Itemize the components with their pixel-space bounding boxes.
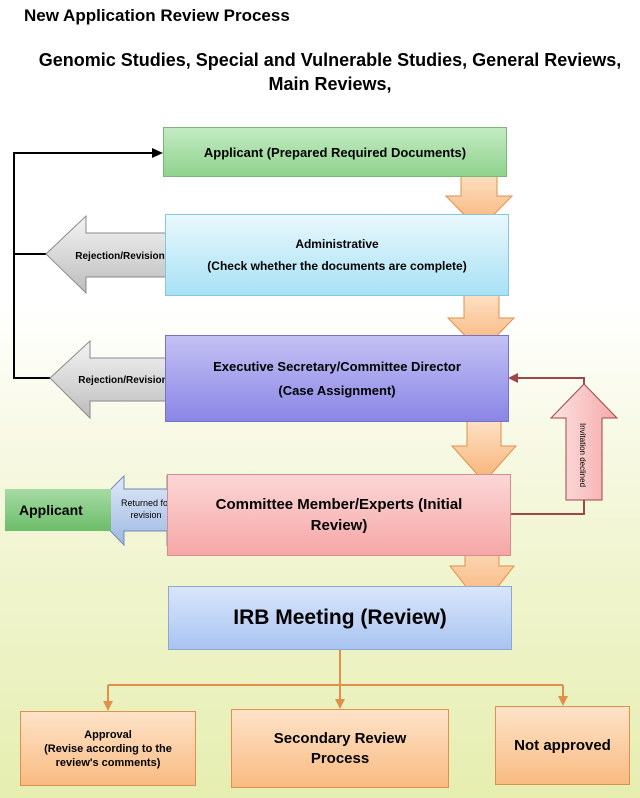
approval-line-3: review's comments)	[55, 756, 161, 769]
rejection-label-1: Rejection/Revision	[75, 251, 164, 262]
down-arrow-3	[450, 417, 518, 483]
page-title: New Application Review Process	[24, 6, 290, 25]
outcome-arrowhead-right	[558, 696, 568, 706]
subtitle-line-1: Genomic Studies, Special and Vulnerable …	[38, 50, 622, 70]
feedback-loop-line	[13, 152, 160, 379]
feedback-arrowhead	[152, 148, 163, 158]
committee-line-1: Committee Member/Experts (Initial	[215, 496, 463, 513]
invitation-return-line	[512, 377, 585, 384]
executive-detail: (Case Assignment)	[278, 382, 396, 398]
invitation-declined-arrow	[549, 383, 619, 501]
administrative-title: Administrative	[295, 237, 379, 251]
administrative-step: Administrative (Check whether the docume…	[165, 214, 509, 296]
secondary-line-2: Process	[310, 749, 370, 767]
rejection-label-2: Rejection/Revision	[78, 375, 167, 386]
returned-label-1: Returned for	[121, 498, 171, 508]
not-approved-label: Not approved	[514, 737, 611, 754]
approval-line-1: Approval	[84, 728, 132, 741]
side-applicant-label: Applicant	[19, 502, 83, 518]
side-applicant-box: Applicant	[5, 489, 111, 531]
applicant-step: Applicant (Prepared Required Documents)	[163, 127, 507, 177]
outcome-arrowhead-mid	[335, 699, 345, 709]
irb-meeting-label: IRB Meeting (Review)	[233, 606, 447, 629]
page-subtitle: Genomic Studies, Special and Vulnerable …	[20, 48, 640, 96]
committee-line-2: Review)	[310, 517, 368, 534]
outcome-arrowhead-left	[103, 701, 113, 711]
secondary-review-outcome: Secondary Review Process	[231, 709, 449, 788]
returned-label-2: revision	[130, 510, 161, 520]
applicant-step-label: Applicant (Prepared Required Documents)	[203, 144, 467, 160]
executive-secretary-step: Executive Secretary/Committee Director (…	[165, 335, 509, 422]
secondary-line-1: Secondary Review	[273, 729, 407, 747]
not-approved-outcome: Not approved	[495, 706, 630, 785]
executive-title: Executive Secretary/Committee Director	[213, 358, 461, 374]
approval-outcome: Approval (Revise according to the review…	[20, 711, 196, 786]
subtitle-line-2: Main Reviews,	[268, 74, 392, 94]
invitation-declined-label: Invitation declined	[578, 423, 587, 487]
invitation-declined-line	[511, 500, 585, 515]
invitation-return-arrowhead	[508, 373, 518, 383]
irb-meeting-step: IRB Meeting (Review)	[168, 586, 512, 650]
administrative-detail: (Check whether the documents are complet…	[207, 259, 467, 273]
approval-line-2: (Revise according to the	[44, 742, 172, 755]
committee-review-step: Committee Member/Experts (Initial Review…	[167, 474, 511, 556]
